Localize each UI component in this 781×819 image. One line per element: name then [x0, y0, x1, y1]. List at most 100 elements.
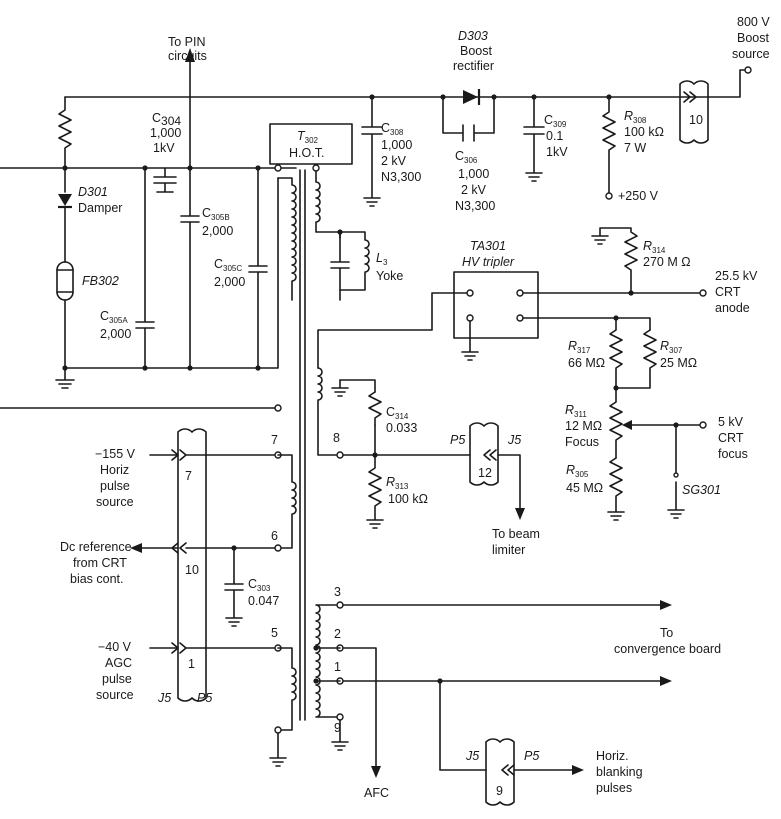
svg-text:N3,300: N3,300 — [381, 170, 421, 184]
svg-text:10: 10 — [689, 113, 703, 127]
svg-text:pulse: pulse — [102, 672, 132, 686]
svg-text:focus: focus — [718, 447, 748, 461]
svg-text:7: 7 — [185, 469, 192, 483]
svg-text:2 kV: 2 kV — [461, 183, 487, 197]
svg-text:TA301: TA301 — [470, 239, 506, 253]
d303-label: D303 — [458, 29, 488, 43]
svg-text:8: 8 — [333, 431, 340, 445]
svg-text:2: 2 — [334, 627, 341, 641]
r-c314-element — [368, 391, 382, 426]
svg-text:AFC: AFC — [364, 786, 389, 800]
svg-text:T302: T302 — [297, 129, 319, 145]
svg-text:FB302: FB302 — [82, 274, 119, 288]
svg-text:C303: C303 — [248, 577, 271, 593]
connector-12 — [469, 422, 499, 486]
t302-box — [269, 123, 353, 165]
yoke-capacitor — [330, 231, 350, 301]
c309-capacitor — [523, 96, 545, 182]
svg-text:P5: P5 — [524, 749, 539, 763]
svg-text:from CRT: from CRT — [73, 556, 127, 570]
svg-text:P5: P5 — [450, 433, 465, 447]
r313-resistor — [366, 454, 384, 529]
t302-core — [299, 169, 306, 721]
svg-text:source: source — [732, 47, 770, 61]
svg-text:9: 9 — [496, 784, 503, 798]
svg-text:0.1: 0.1 — [546, 129, 563, 143]
d301-diode-icon — [58, 194, 72, 206]
svg-text:R314: R314 — [643, 239, 666, 255]
r311-focus-pot — [609, 387, 623, 459]
svg-text:C314: C314 — [386, 405, 409, 421]
c305c-capacitor — [248, 167, 268, 369]
tripler-input-wire — [317, 292, 468, 369]
svg-text:R307: R307 — [660, 339, 683, 355]
svg-text:J5: J5 — [157, 691, 171, 705]
svg-text:D301: D301 — [78, 185, 108, 199]
svg-text:1,000: 1,000 — [381, 138, 412, 152]
beam-arrow-icon — [515, 508, 525, 520]
t302-yoke-winding — [315, 167, 341, 239]
svg-text:anode: anode — [715, 301, 750, 315]
svg-text:25.5 kV: 25.5 kV — [715, 269, 758, 283]
svg-text:C305C: C305C — [214, 257, 242, 273]
svg-text:66 MΩ: 66 MΩ — [568, 356, 605, 370]
svg-text:7: 7 — [271, 433, 278, 447]
svg-text:rectifier: rectifier — [453, 59, 494, 73]
c304-voltage: 1kV — [153, 141, 175, 155]
svg-text:3: 3 — [334, 585, 341, 599]
afc-arrow-icon — [371, 766, 381, 778]
svg-text:9: 9 — [334, 721, 341, 735]
svg-text:AGC: AGC — [105, 656, 132, 670]
svg-text:source: source — [96, 495, 134, 509]
svg-text:Damper: Damper — [78, 201, 122, 215]
svg-text:Focus: Focus — [565, 435, 599, 449]
c305a-capacitor — [135, 167, 155, 369]
svg-text:+250 V: +250 V — [618, 189, 659, 203]
svg-text:Horiz.: Horiz. — [596, 749, 629, 763]
svg-text:1,000: 1,000 — [458, 167, 489, 181]
svg-text:pulses: pulses — [596, 781, 632, 795]
svg-text:0.047: 0.047 — [248, 594, 279, 608]
r317-resistor — [609, 317, 623, 389]
svg-text:H.O.T.: H.O.T. — [289, 146, 324, 160]
svg-text:source: source — [96, 688, 134, 702]
svg-text:L3: L3 — [376, 251, 388, 267]
svg-text:C308: C308 — [381, 121, 404, 137]
svg-text:−40 V: −40 V — [98, 640, 132, 654]
fb302-bead — [56, 261, 74, 301]
top-left-resistor — [58, 96, 72, 169]
svg-text:5 kV: 5 kV — [718, 415, 744, 429]
to-pin-label: To PIN — [168, 35, 206, 49]
svg-text:Yoke: Yoke — [376, 269, 403, 283]
svg-text:25 MΩ: 25 MΩ — [660, 356, 697, 370]
blanking-arrow-icon — [572, 765, 584, 775]
svg-text:−155 V: −155 V — [95, 447, 136, 461]
l3-yoke — [339, 231, 370, 291]
boost-label: 800 V — [737, 15, 770, 29]
svg-text:2,000: 2,000 — [100, 327, 131, 341]
c308-capacitor — [361, 96, 383, 207]
c304-value: 1,000 — [150, 126, 181, 140]
svg-text:R308: R308 — [624, 109, 647, 125]
svg-text:C305A: C305A — [100, 309, 128, 325]
svg-text:blanking: blanking — [596, 765, 643, 779]
svg-text:C309: C309 — [544, 113, 567, 129]
ground-rail — [64, 177, 279, 369]
svg-text:Dc reference: Dc reference — [60, 540, 132, 554]
pin-arrow-icon — [185, 48, 195, 62]
svg-text:N3,300: N3,300 — [455, 199, 495, 213]
svg-text:limiter: limiter — [492, 543, 525, 557]
svg-text:J5: J5 — [507, 433, 521, 447]
svg-text:C304: C304 — [152, 111, 181, 128]
svg-text:R317: R317 — [568, 339, 591, 355]
connector-9 — [485, 738, 515, 806]
svg-text:45 MΩ: 45 MΩ — [566, 481, 603, 495]
svg-text:100 kΩ: 100 kΩ — [624, 125, 664, 139]
svg-text:270 M Ω: 270 M Ω — [643, 255, 691, 269]
svg-text:CRT: CRT — [718, 431, 744, 445]
svg-text:12: 12 — [478, 466, 492, 480]
svg-text:CRT: CRT — [715, 285, 741, 299]
c306-capacitor — [442, 96, 495, 142]
top-rail-wire — [64, 69, 746, 98]
